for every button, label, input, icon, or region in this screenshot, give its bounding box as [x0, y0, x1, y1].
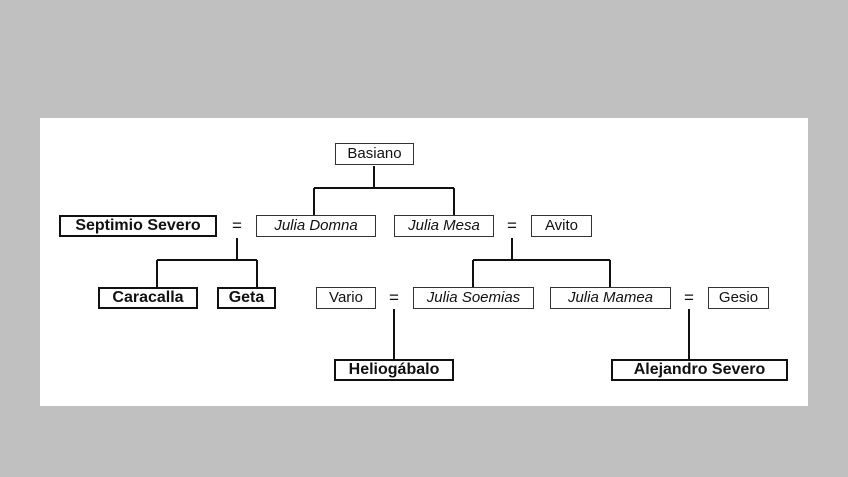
person-geta: Geta: [217, 287, 276, 309]
marriage-symbol-vario-soemias: =: [389, 288, 399, 307]
person-alejandro-severo: Alejandro Severo: [611, 359, 788, 381]
person-julia-domna: Julia Domna: [256, 215, 376, 237]
person-vario: Vario: [316, 287, 376, 309]
marriage-symbol-mamea-gesio: =: [684, 288, 694, 307]
person-gesio: Gesio: [708, 287, 769, 309]
marriage-symbol-mesa-avito: =: [507, 216, 517, 235]
person-avito: Avito: [531, 215, 592, 237]
marriage-symbol-severo-domna: =: [232, 216, 242, 235]
person-heliogabalo: Heliogábalo: [334, 359, 454, 381]
person-basiano: Basiano: [335, 143, 414, 165]
person-septimio-severo: Septimio Severo: [59, 215, 217, 237]
person-julia-soemias: Julia Soemias: [413, 287, 534, 309]
person-julia-mesa: Julia Mesa: [394, 215, 494, 237]
diagram-panel: [40, 118, 808, 406]
person-julia-mamea: Julia Mamea: [550, 287, 671, 309]
person-caracalla: Caracalla: [98, 287, 198, 309]
